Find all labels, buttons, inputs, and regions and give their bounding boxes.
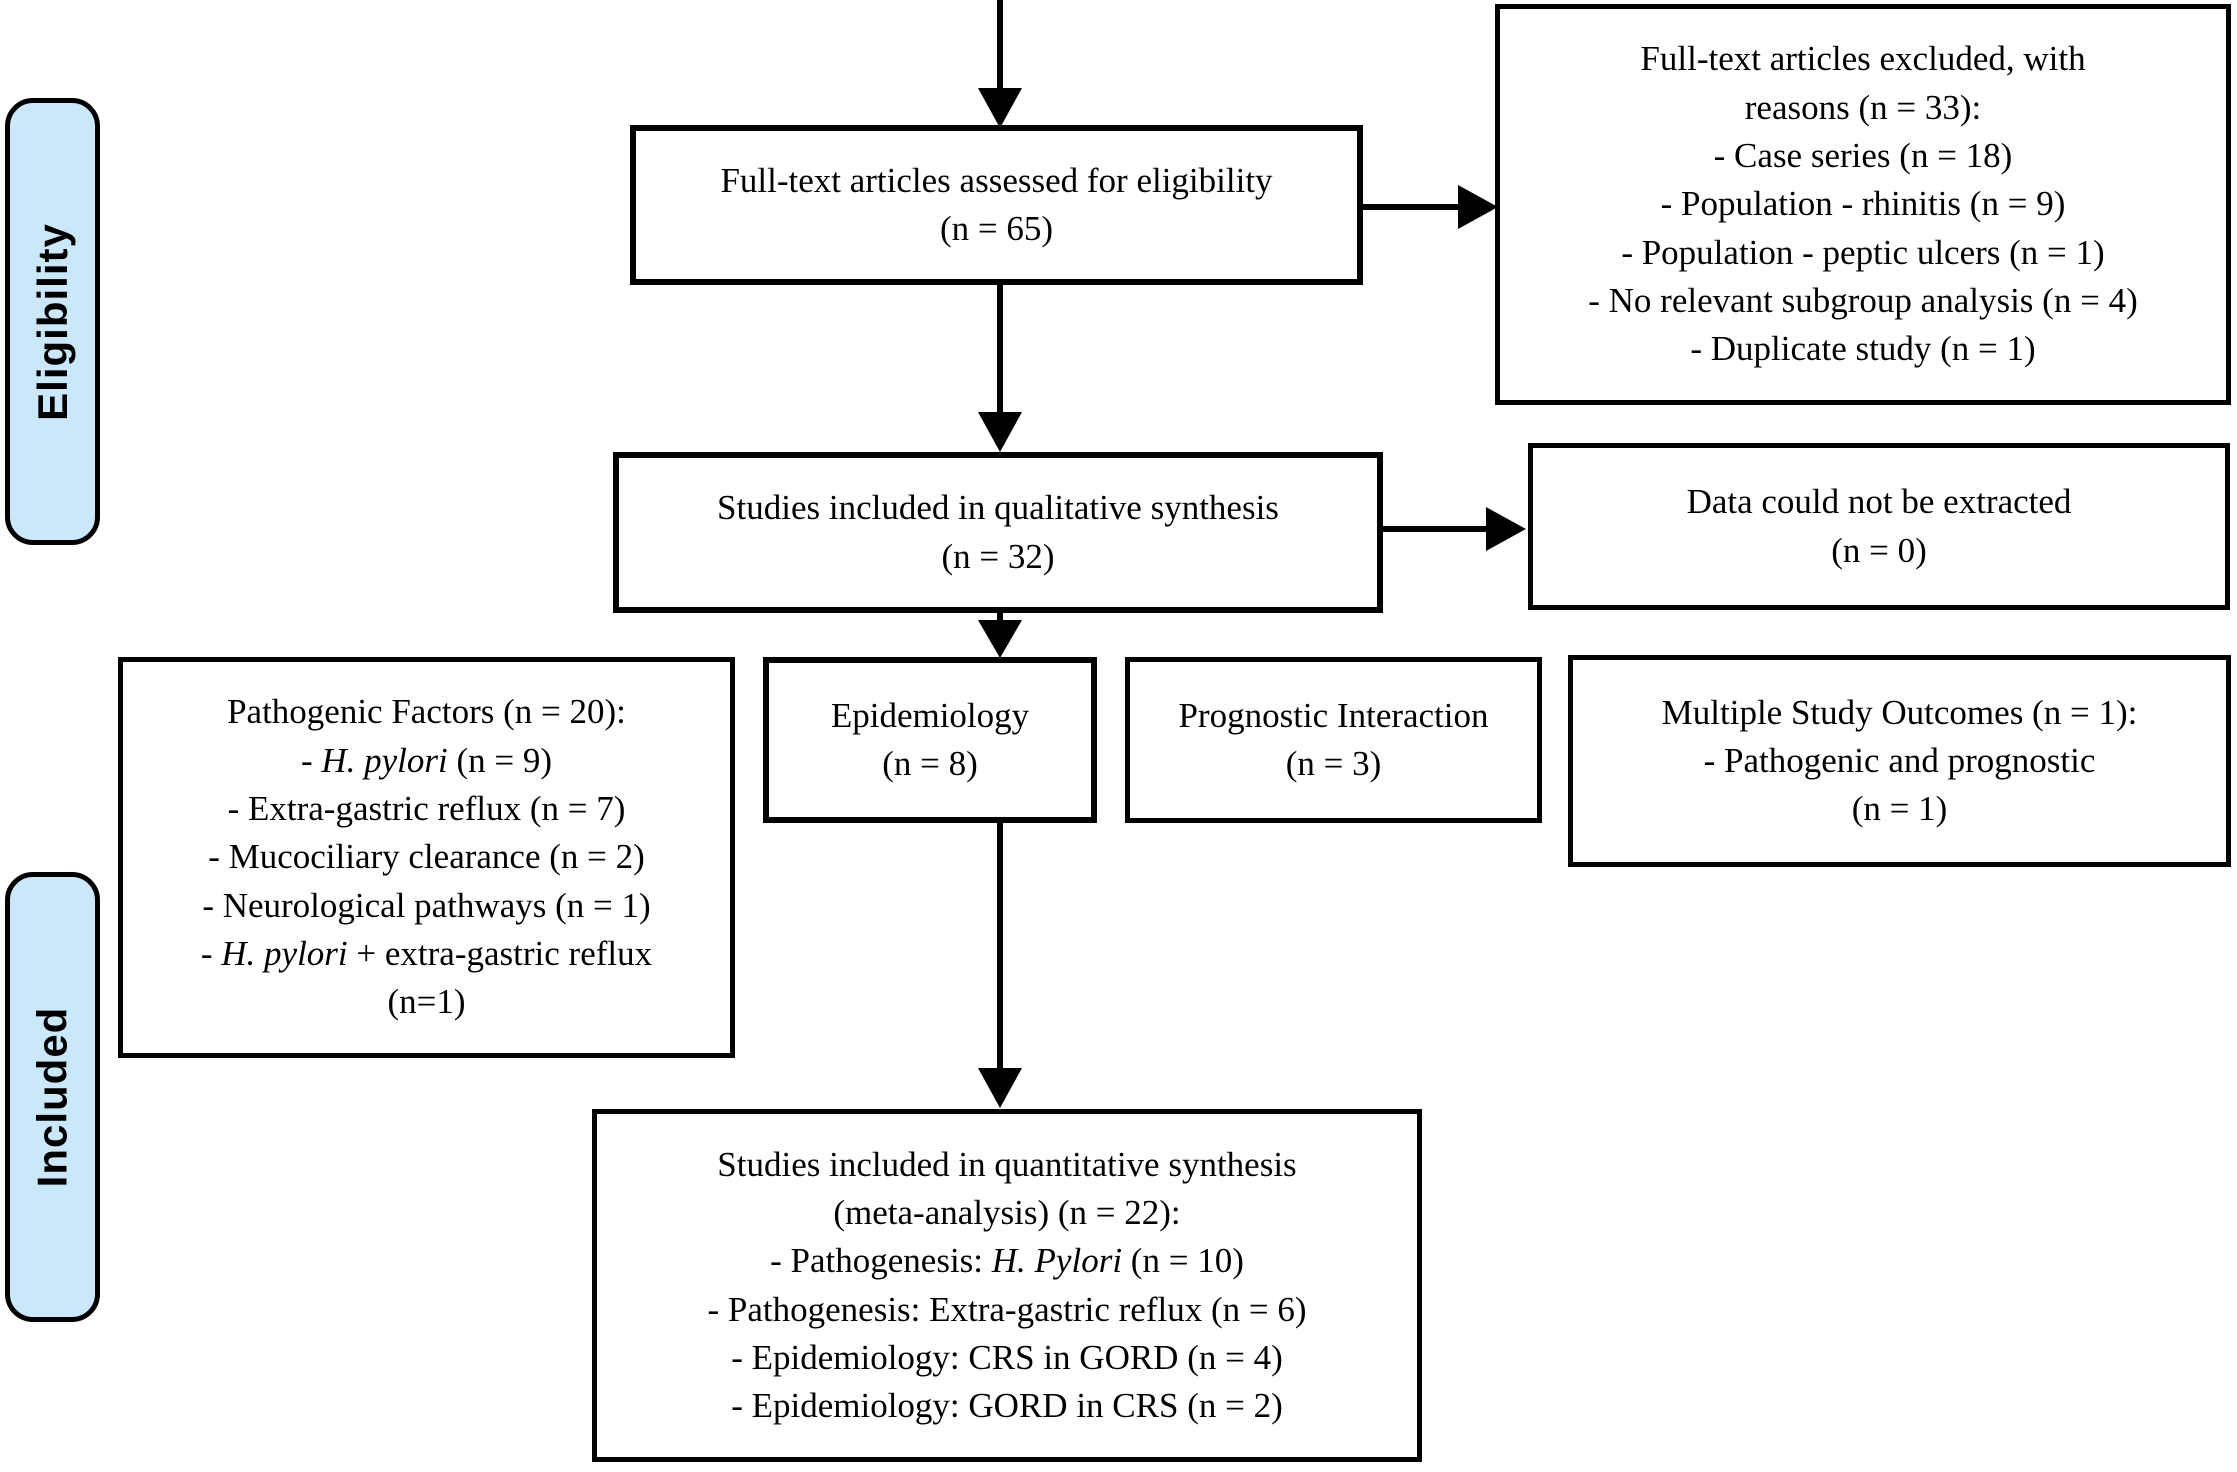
text-line: - Duplicate study (n = 1) (1690, 329, 2036, 369)
text-line: Studies included in qualitative synthesi… (717, 488, 1279, 528)
text-line: Epidemiology (830, 695, 1030, 735)
arrow-top-to-assessed (978, 0, 1022, 128)
text-line: (n = 3) (1285, 744, 1382, 783)
box-multiple-study-outcomes: Multiple Study Outcomes (n = 1): - Pathog… (1568, 655, 2231, 867)
text-line: - Extra-gastric reflux (n = 7) (227, 789, 626, 829)
box-epidemiology: Epidemiology (n = 8) (763, 657, 1097, 823)
text-line: - H. pylori + extra-gastric reflux (200, 933, 653, 973)
text-line: Pathogenic Factors (n = 20): (227, 692, 626, 732)
text-line: - Epidemiology: GORD in CRS (n = 2) (731, 1386, 1283, 1426)
arrow-assessed-to-excluded (1363, 185, 1498, 229)
text-line: - Neurological pathways (n = 1) (202, 885, 651, 925)
text-line: (meta-analysis) (n = 22): (833, 1192, 1181, 1232)
stage-label-eligibility-text: Eligibility (28, 222, 76, 421)
text-line: - Population - rhinitis (n = 9) (1660, 184, 2066, 224)
box-prognostic-interaction: Prognostic Interaction (n = 3) (1125, 657, 1542, 823)
arrow-qualitative-to-epidemiology (978, 613, 1022, 658)
text-line: - Case series (n = 18) (1713, 136, 2013, 176)
text-line: (n = 65) (939, 209, 1054, 248)
text-line: (n = 32) (941, 536, 1055, 576)
text-line: (n = 1) (1851, 789, 1948, 829)
box-data-not-extracted: Data could not be extracted (n = 0) (1528, 443, 2230, 610)
text-line: - H. pylori (n = 9) (300, 740, 553, 780)
box-fulltext-excluded: Full-text articles excluded, with reasons… (1495, 4, 2231, 405)
text-line: - Pathogenesis: Extra-gastric reflux (n … (707, 1289, 1307, 1329)
text-line: Full-text articles excluded, with (1640, 39, 2086, 79)
box-fulltext-assessed: Full-text articles assessed for eligibil… (630, 125, 1363, 285)
text-line: reasons (n = 33): (1744, 87, 1982, 127)
box-pathogenic-factors: Pathogenic Factors (n = 20): - H. pylori … (118, 657, 735, 1058)
text-line: - Epidemiology: CRS in GORD (n = 4) (731, 1337, 1283, 1377)
text-line: Multiple Study Outcomes (n = 1): (1661, 692, 2138, 732)
text-line: (n=1) (387, 982, 466, 1022)
stage-label-included-text: Included (28, 1006, 76, 1188)
stage-label-included: Included (5, 872, 100, 1322)
arrow-epidemiology-to-quantitative (978, 823, 1022, 1108)
text-line: Studies included in quantitative synthes… (717, 1144, 1297, 1184)
box-quantitative-synthesis: Studies included in quantitative synthes… (592, 1109, 1422, 1462)
arrow-assessed-to-qualitative (978, 285, 1022, 452)
text-line: Prognostic Interaction (1178, 695, 1489, 735)
text-line: Data could not be extracted (1686, 482, 2072, 522)
text-line: - Pathogenic and prognostic (1703, 740, 2096, 780)
text-line: - Mucociliary clearance (n = 2) (208, 837, 645, 877)
arrow-qualitative-to-not-extracted (1383, 507, 1526, 551)
text-line: (n = 8) (882, 744, 978, 783)
text-line: - Pathogenesis: H. Pylori (n = 10) (770, 1241, 1244, 1281)
text-line: Full-text articles assessed for eligibil… (720, 160, 1273, 200)
box-qualitative-synthesis: Studies included in qualitative synthesi… (613, 452, 1383, 613)
text-line: - Population - peptic ulcers (n = 1) (1621, 232, 2105, 272)
stage-label-eligibility: Eligibility (5, 98, 100, 545)
text-line: - No relevant subgroup analysis (n = 4) (1588, 280, 2138, 320)
text-line: (n = 0) (1831, 530, 1927, 570)
